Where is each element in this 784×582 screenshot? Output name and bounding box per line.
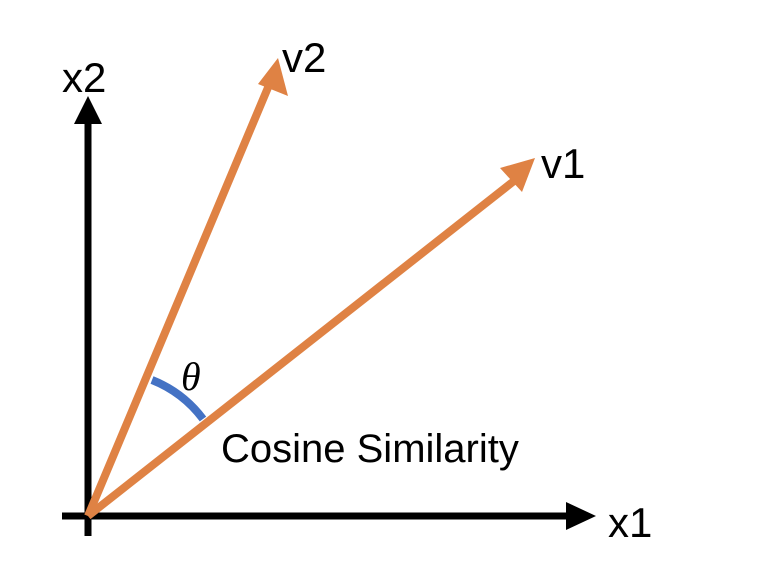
x-axis-label: x1 [608, 499, 652, 546]
x-axis [62, 502, 596, 530]
y-axis-arrowhead-icon [74, 96, 102, 124]
angle-arc [150, 376, 207, 422]
angle-theta-label: θ [181, 354, 201, 399]
vector-v2-arrowhead-icon [258, 58, 288, 96]
vector-v1 [85, 158, 535, 520]
vector-v1-arrowhead-icon [500, 158, 535, 192]
vector-v2 [84, 58, 288, 518]
y-axis [74, 96, 102, 536]
x-axis-arrowhead-icon [566, 502, 596, 530]
vector-v2-shaft [84, 76, 276, 518]
vector-v1-label: v1 [541, 140, 585, 187]
vector-v2-label: v2 [282, 34, 326, 81]
vector-v1-shaft [85, 173, 522, 520]
figure-caption: Cosine Similarity [221, 427, 519, 471]
y-axis-label: x2 [62, 54, 106, 101]
